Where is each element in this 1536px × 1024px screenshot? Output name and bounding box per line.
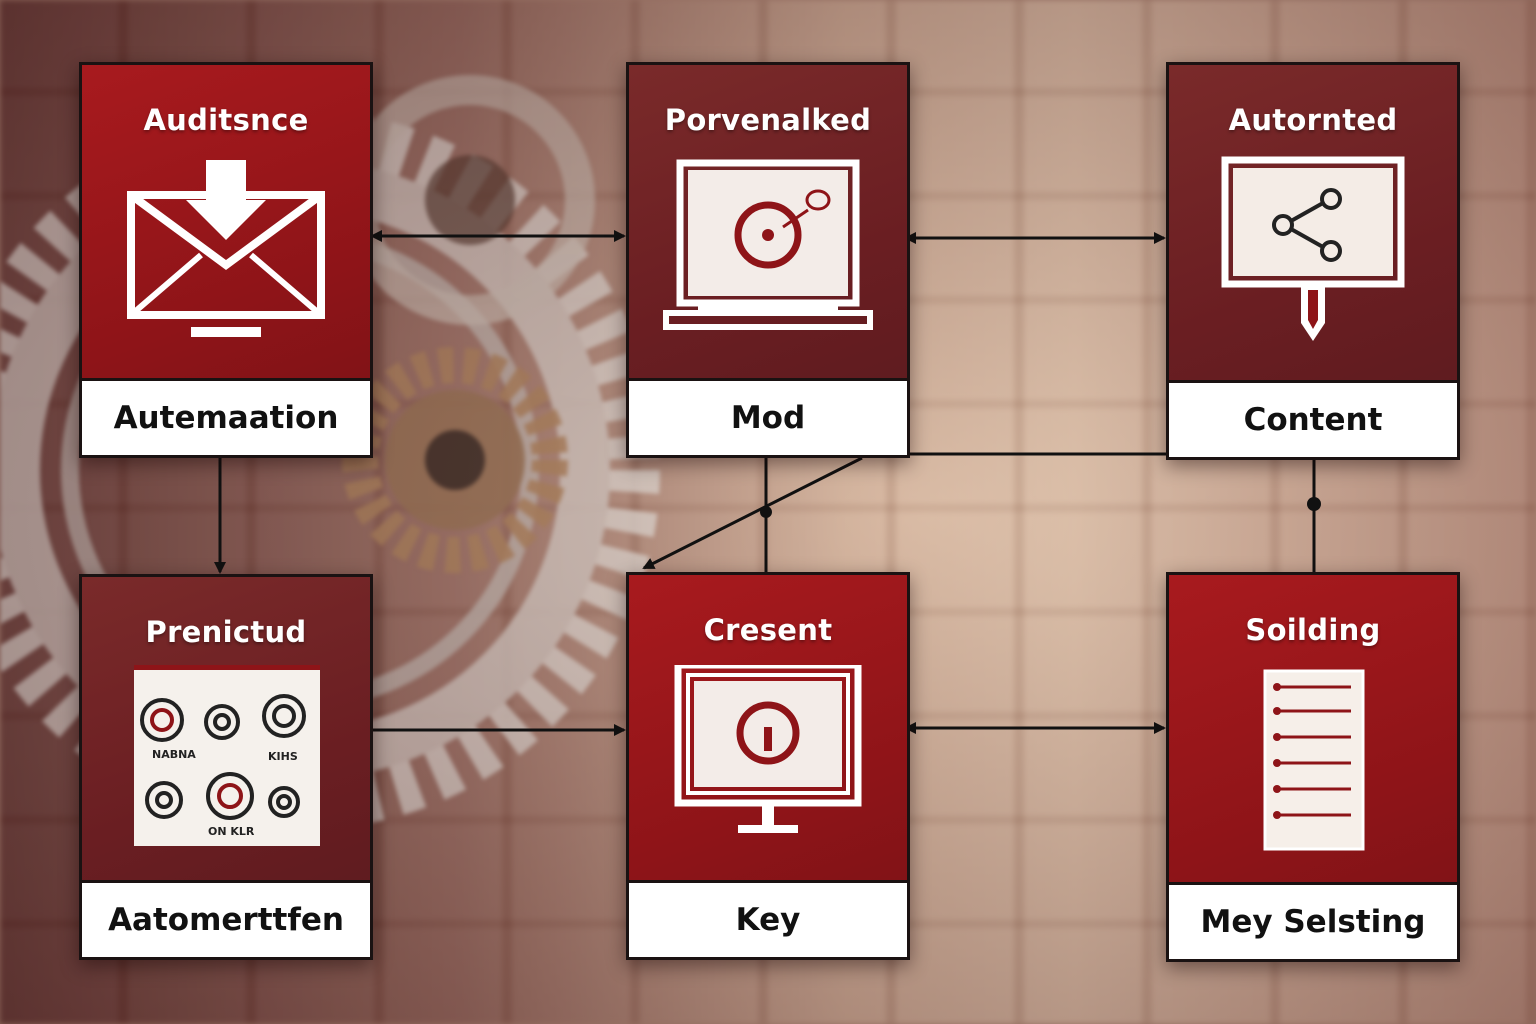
- card-autornted[interactable]: Autornted Content: [1166, 62, 1460, 460]
- checklist-icon: [1169, 665, 1457, 879]
- monitor-target-icon: [629, 665, 907, 877]
- laptop-target-icon: [629, 155, 907, 375]
- card-prenictud[interactable]: Prenictud NABNA KIHS ON KLR Aatomerttfen: [79, 574, 373, 960]
- card-label: Mod: [629, 378, 907, 455]
- card-soilding[interactable]: Soilding Mey Selsting: [1166, 572, 1460, 962]
- card-cresent[interactable]: Cresent Key: [626, 572, 910, 960]
- card-porvenalked[interactable]: Porvenalked Mod: [626, 62, 910, 458]
- card-title: Prenictud: [145, 615, 307, 649]
- gauge-label: ON KLR: [208, 825, 255, 838]
- envelope-download-icon: [82, 155, 370, 375]
- card-title: Porvenalked: [664, 103, 872, 137]
- card-title: Auditsnce: [143, 103, 309, 137]
- card-title: Autornted: [1228, 103, 1398, 137]
- gauge-label: NABNA: [152, 748, 196, 761]
- card-label: Mey Selsting: [1169, 882, 1457, 959]
- card-label: Key: [629, 880, 907, 957]
- card-title: Soilding: [1245, 613, 1381, 647]
- gauge-label: KIHS: [268, 750, 298, 763]
- card-auditsnce[interactable]: Auditsnce Autemaation: [79, 62, 373, 458]
- card-title: Cresent: [703, 613, 833, 647]
- card-label: Content: [1169, 380, 1457, 457]
- gauges-panel-icon: NABNA KIHS ON KLR: [134, 665, 320, 846]
- card-label: Autemaation: [82, 378, 370, 455]
- gauges-icon: [140, 694, 306, 820]
- presentation-share-icon: [1169, 155, 1457, 377]
- card-label: Aatomerttfen: [82, 880, 370, 957]
- small-gear-icon: [342, 347, 568, 573]
